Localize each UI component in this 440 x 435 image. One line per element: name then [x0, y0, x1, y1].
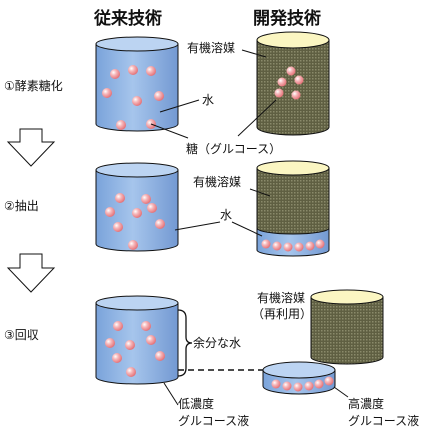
water-cylinder-step2 [95, 162, 179, 252]
sugar-particles-step1-developed [274, 66, 304, 100]
leader-line-high-conc [333, 386, 349, 398]
label-sugar-glucose: 糖（グルコース） [186, 141, 281, 156]
sugar-particles-step3-conventional [105, 321, 165, 377]
step-label-extraction: ②抽出 [4, 199, 39, 213]
label-low-concentration: 低濃度 [178, 396, 214, 411]
conventional-header: 従来技術 [93, 8, 162, 29]
label-excess-water: 余分な水 [193, 335, 241, 350]
leader-line-solvent-2 [249, 188, 271, 197]
leader-line-water-1 [159, 99, 200, 113]
leader-line-sugar-right [237, 99, 277, 137]
solvent-cylinder-step1 [256, 31, 330, 136]
label-high-glucose-solution: グルコース液 [348, 413, 419, 428]
label-organic-solvent-3: 有機溶媒 [257, 290, 305, 305]
down-arrow-icon [6, 128, 56, 167]
label-organic-solvent-1: 有機溶媒 [187, 40, 235, 55]
leader-line-low-conc [163, 382, 179, 406]
leader-line-water-2b [231, 221, 263, 237]
label-reused: （再利用） [252, 307, 312, 321]
label-water-1: 水 [202, 93, 214, 107]
sugar-particles-step1-conventional [102, 65, 164, 130]
leader-line-solvent-1 [241, 49, 267, 58]
curly-brace-icon [177, 309, 193, 377]
label-organic-solvent-2: 有機溶媒 [193, 174, 241, 189]
leader-line-water-2a [174, 221, 221, 231]
label-water-2: 水 [220, 208, 232, 222]
sugar-particles-step3-developed [271, 376, 334, 392]
reused-solvent-cylinder [310, 289, 384, 365]
leader-line-sugar-left [150, 123, 189, 139]
sugar-particles-step2-conventional [105, 193, 165, 250]
label-low-glucose-solution: グルコース液 [178, 413, 249, 428]
developed-header: 開発技術 [253, 8, 321, 29]
down-arrow-icon [6, 253, 56, 293]
step-label-recovery: ③回収 [4, 328, 39, 342]
label-high-concentration: 高濃度 [348, 396, 384, 411]
step-label-saccharification: ①酵素糖化 [4, 78, 63, 93]
water-cylinder-step1 [95, 36, 179, 132]
sugar-particles-step2-developed [261, 239, 325, 252]
